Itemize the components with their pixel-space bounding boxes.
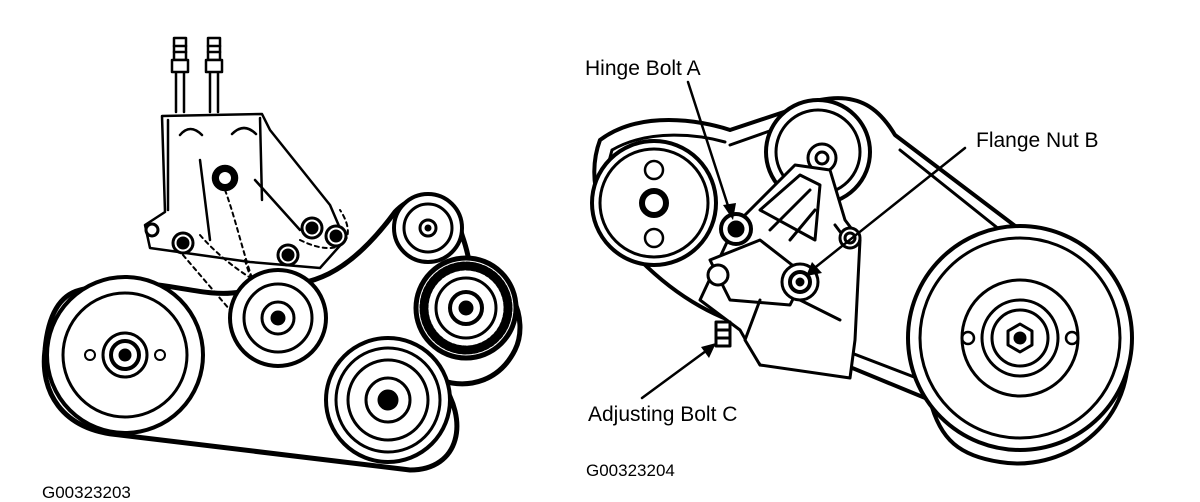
alternator-pulley [413,255,519,361]
leader-lines [640,80,967,400]
left-pulley [590,139,718,267]
power-steering-pulley [324,336,452,464]
tensioner-pulley [228,268,328,368]
bracket-bolts [144,216,348,267]
right-figure-code: G00323204 [586,461,675,480]
adjusting-bolt-c [714,320,732,348]
idler-pulley [392,192,464,264]
mounting-bracket [143,112,347,270]
adjusting-bolt-label: Adjusting Bolt C [588,403,738,426]
large-pulley [906,224,1134,452]
belt-outline [592,96,1131,466]
hinge-bolt-label: Hinge Bolt A [585,57,701,80]
left-figure-code: G00323203 [42,483,131,502]
mounting-studs [170,36,224,114]
hinge-bolt-a [719,212,753,246]
tensioner-bracket [698,163,862,380]
crankshaft-pulley [45,275,205,435]
flange-nut-label: Flange Nut B [976,129,1099,152]
left-belt-diagram [41,36,523,473]
